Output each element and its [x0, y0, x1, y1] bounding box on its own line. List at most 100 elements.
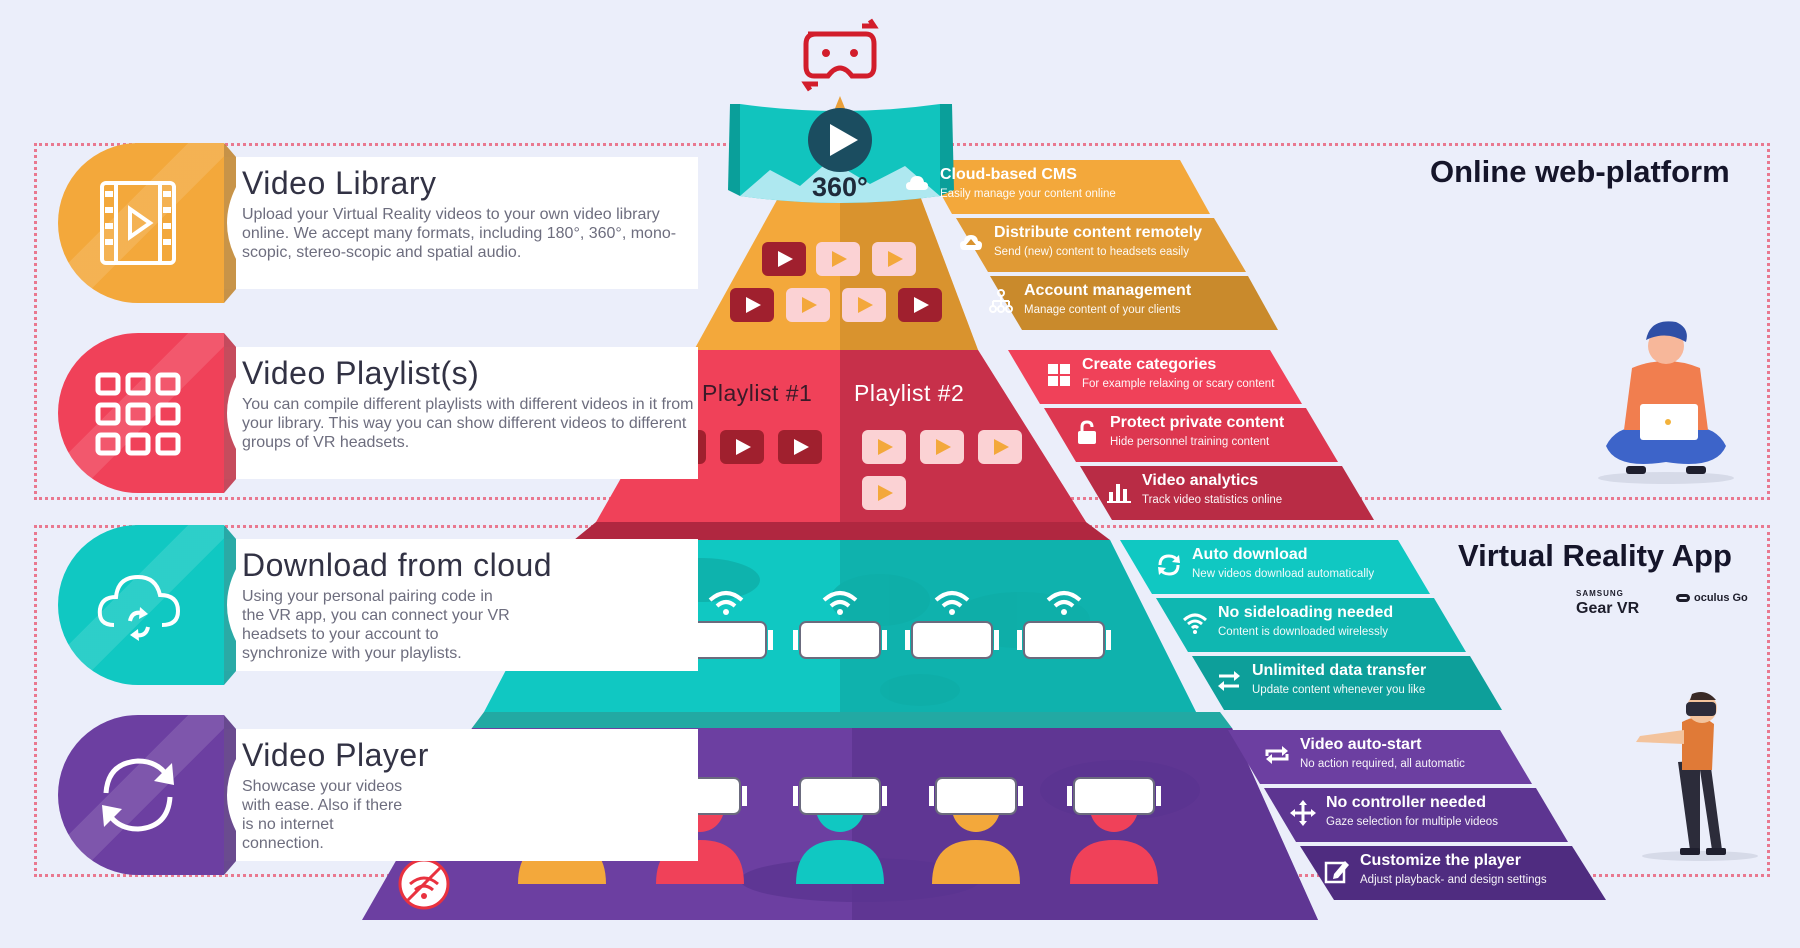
person-body: [796, 840, 884, 884]
card-badge: [58, 715, 224, 875]
person-laptop-illustration: [1598, 321, 1734, 484]
feature-subtitle: No action required, all automatic: [1300, 758, 1465, 770]
card-notch: [224, 333, 296, 493]
play-icon: [832, 251, 847, 267]
card-title: Video Library: [242, 165, 437, 201]
sitemap-icon: [988, 288, 1014, 314]
wifi-icon: [708, 591, 744, 615]
grid-icon: [92, 367, 184, 459]
play-icon: [802, 297, 817, 313]
play-icon: [858, 297, 873, 313]
playlist-2-label: Playlist #2: [854, 380, 965, 406]
card-badge: [58, 143, 224, 303]
vr-headset-icon: [1023, 621, 1105, 659]
gear-vr-logo-main: Gear VR: [1576, 600, 1640, 617]
feature-item: Cloud-based CMS Easily manage your conten…: [940, 166, 1116, 200]
card-badge-stripe: [58, 715, 224, 875]
card-video-playlist-s: Video Playlist(s)You can compile differe…: [58, 333, 698, 493]
vr-headset-icon: [935, 777, 1017, 815]
feature-subtitle: Send (new) content to headsets easily: [994, 246, 1189, 258]
feature-title: Distribute content remotely: [994, 224, 1203, 241]
feature-subtitle: Gaze selection for multiple videos: [1326, 816, 1498, 828]
feature-title: Account management: [1024, 282, 1192, 299]
feature-title: Customize the player: [1360, 852, 1521, 869]
play-icon: [736, 439, 751, 455]
playlist-1-label: Playlist #1: [702, 380, 813, 406]
feature-subtitle: For example relaxing or scary content: [1082, 378, 1275, 390]
feature-title: Create categories: [1082, 356, 1217, 373]
vr-app-heading: Virtual Reality App: [1458, 538, 1732, 573]
badge-360: 360°: [812, 172, 868, 202]
card-band: [178, 157, 698, 289]
categories-icon: [1046, 362, 1072, 388]
feature-subtitle: Adjust playback- and design settings: [1360, 874, 1547, 886]
card-badge: [58, 333, 224, 493]
vr-headset-icon: [685, 621, 767, 659]
feature-title: Auto download: [1192, 546, 1308, 563]
play-icon: [778, 251, 793, 267]
feature-ribbons-orange: [922, 160, 1278, 330]
card-title: Video Player: [242, 737, 429, 773]
card-title: Download from cloud: [242, 547, 553, 583]
feature-title: Video analytics: [1142, 472, 1259, 489]
card-description: Showcase your videos with ease. Also if …: [242, 778, 403, 852]
gear-vr-logo-top: SAMSUNG: [1576, 589, 1624, 598]
player-tier-connector: [472, 712, 1232, 728]
feature-title: Unlimited data transfer: [1252, 662, 1427, 679]
vr-logo-icon: [801, 18, 879, 92]
card-notch: [224, 143, 296, 303]
library-video-tiles: [730, 242, 942, 322]
card-description: Upload your Virtual Reality videos to yo…: [242, 206, 677, 261]
oculus-go-logo: oculus Go: [1676, 592, 1748, 604]
feature-subtitle: Content is downloaded wirelessly: [1218, 626, 1389, 638]
cloud-upload-icon: [958, 230, 984, 256]
card-notch: [224, 715, 296, 875]
play-icon: [936, 439, 951, 455]
card-description: You can compile different playlists with…: [242, 396, 694, 451]
card-badge-stripe: [58, 525, 224, 685]
card-notch: [224, 525, 296, 685]
feature-title: Video auto-start: [1300, 736, 1422, 753]
feature-ribbons-teal: [1120, 540, 1502, 710]
gear-vr-logo: SAMSUNG Gear VR: [1576, 586, 1640, 617]
vr-headset-icon: [911, 621, 993, 659]
vr-headset-icon: [799, 621, 881, 659]
playlist-video-tiles: [662, 430, 1022, 510]
card-band: [178, 347, 698, 479]
feature-ribbons-red: [1008, 350, 1374, 520]
cloud-icon: [904, 172, 930, 198]
oculus-go-logo-text: oculus Go: [1694, 592, 1748, 604]
play-icon: [878, 439, 893, 455]
person-body: [932, 840, 1020, 884]
transfer-icon: [1216, 668, 1242, 694]
feature-subtitle: Track video statistics online: [1142, 494, 1283, 506]
sync-icon: [1156, 552, 1182, 578]
feature-item: Video auto-start No action required, all …: [1300, 736, 1465, 770]
play-icon: [994, 439, 1009, 455]
vr-headset-icon: [1073, 777, 1155, 815]
refresh-icon: [92, 749, 184, 841]
card-band: [178, 539, 698, 671]
online-platform-heading: Online web-platform: [1430, 154, 1730, 189]
feature-subtitle: Easily manage your content online: [940, 188, 1116, 200]
feature-ribbons-purple: [1228, 730, 1606, 900]
play-icon: [794, 439, 809, 455]
feature-subtitle: Hide personnel training content: [1110, 436, 1270, 448]
feature-subtitle: Manage content of your clients: [1024, 304, 1181, 316]
feature-title: Cloud-based CMS: [940, 166, 1077, 183]
card-description: Using your personal pairing code in the …: [242, 588, 510, 662]
card-badge: [58, 525, 224, 685]
cloud-sync-icon: [92, 559, 184, 651]
feature-title: Protect private content: [1110, 414, 1285, 431]
